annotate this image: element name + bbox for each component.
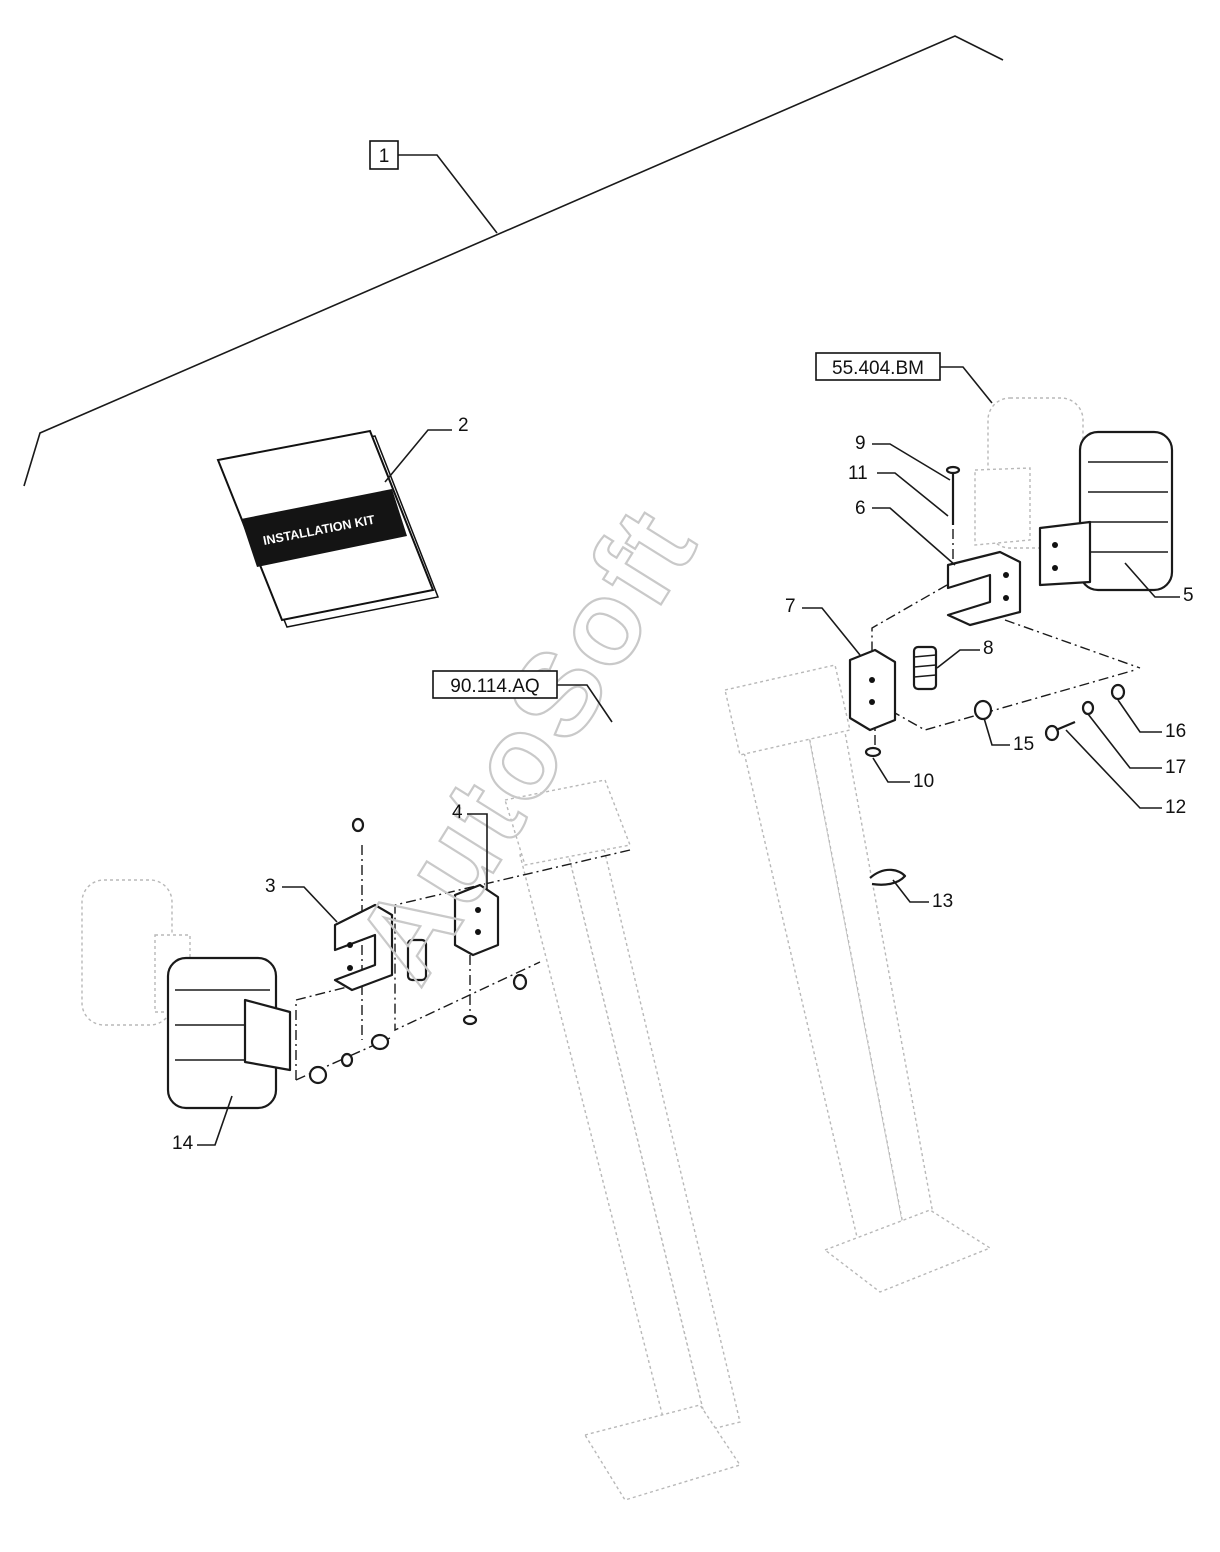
callout-17[interactable]: 17 xyxy=(1087,713,1186,778)
callout-3[interactable]: 3 xyxy=(265,876,338,923)
bracket-4 xyxy=(453,883,500,957)
installation-manual: INSTALLATION KIT xyxy=(216,429,440,628)
svg-text:11: 11 xyxy=(848,463,868,484)
svg-text:8: 8 xyxy=(983,638,994,659)
ref-box-90114[interactable]: 90.114.AQ xyxy=(432,670,613,723)
callout-10[interactable]: 10 xyxy=(872,757,934,792)
washer-16 xyxy=(1110,683,1126,701)
svg-text:9: 9 xyxy=(855,433,866,454)
svg-text:2: 2 xyxy=(458,415,469,436)
pin-9 xyxy=(945,465,961,525)
ref-label-kit: 1 xyxy=(379,146,390,167)
callout-12[interactable]: 12 xyxy=(1065,729,1186,818)
ref-box-55404[interactable]: 55.404.BM xyxy=(815,352,993,404)
bracket-7 xyxy=(848,648,897,732)
svg-text:10: 10 xyxy=(913,771,934,792)
callout-2[interactable]: 2 xyxy=(384,415,469,483)
callout-8[interactable]: 8 xyxy=(936,638,994,669)
svg-text:3: 3 xyxy=(265,876,276,897)
bracket-3 xyxy=(333,903,394,992)
svg-text:5: 5 xyxy=(1183,585,1194,606)
svg-text:7: 7 xyxy=(785,596,796,617)
lock-washer-17 xyxy=(1081,700,1095,716)
spring-left xyxy=(406,938,428,982)
clip-13 xyxy=(869,868,907,886)
callout-14[interactable]: 14 xyxy=(172,1095,233,1154)
svg-text:13: 13 xyxy=(932,891,953,912)
svg-text:4: 4 xyxy=(452,802,463,823)
ref-label-90114: 90.114.AQ xyxy=(450,676,539,697)
svg-text:12: 12 xyxy=(1165,797,1186,818)
svg-text:14: 14 xyxy=(172,1133,194,1154)
callout-9[interactable]: 9 xyxy=(855,433,951,481)
mirror-guard-left xyxy=(166,956,292,1110)
ref-box-kit[interactable]: 1 xyxy=(369,140,399,170)
callout-15[interactable]: 15 xyxy=(983,717,1034,755)
callout-7[interactable]: 7 xyxy=(785,596,861,656)
washer-10 xyxy=(864,746,882,758)
svg-text:6: 6 xyxy=(855,498,866,519)
svg-text:17: 17 xyxy=(1165,757,1186,778)
svg-text:16: 16 xyxy=(1165,721,1186,742)
mirror-guard-right xyxy=(1038,430,1174,592)
kit-bracket-line xyxy=(23,35,1004,487)
bolt-12 xyxy=(1044,720,1076,742)
callout-13[interactable]: 13 xyxy=(892,879,953,912)
callout-4[interactable]: 4 xyxy=(452,802,488,890)
spring-8 xyxy=(912,645,938,691)
callout-6[interactable]: 6 xyxy=(855,498,956,566)
callout-16[interactable]: 16 xyxy=(1117,699,1186,742)
ref-label-55404: 55.404.BM xyxy=(832,358,924,379)
bracket-6 xyxy=(946,550,1022,627)
callout-11[interactable]: 11 xyxy=(848,463,949,517)
cab-posts xyxy=(504,664,992,1501)
assembly-lines xyxy=(295,529,1141,1081)
hardware-left xyxy=(308,817,528,1085)
callout-5[interactable]: 5 xyxy=(1124,562,1194,606)
mirror-housing-right xyxy=(974,397,1084,549)
svg-text:15: 15 xyxy=(1013,734,1034,755)
nut-15 xyxy=(973,699,993,721)
